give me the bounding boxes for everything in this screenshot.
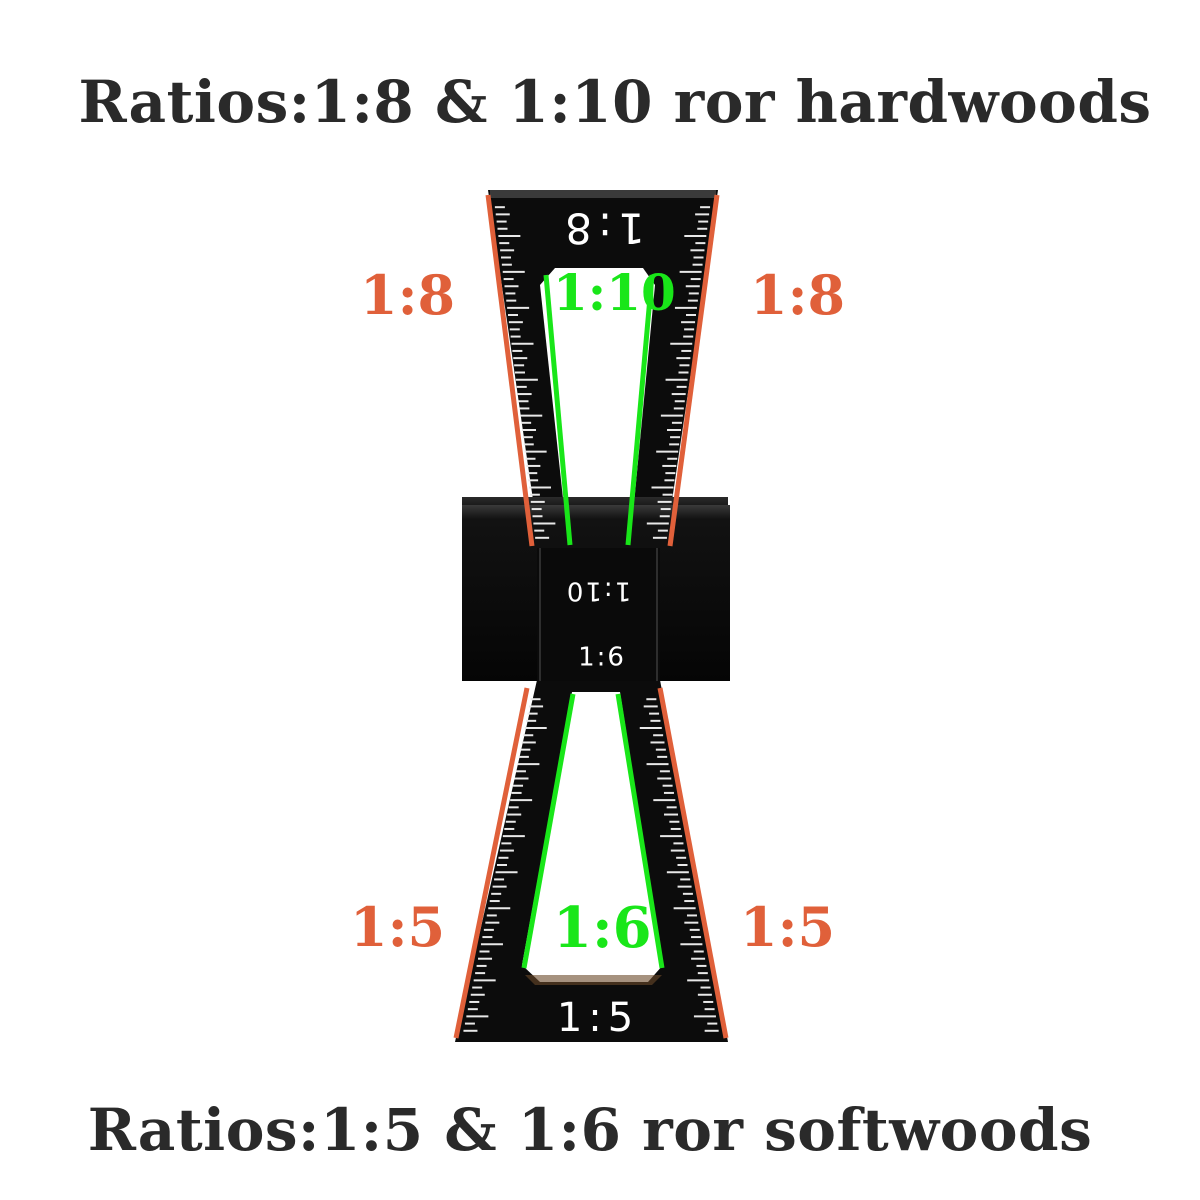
upper-right-ratio-label: 1:8 <box>750 263 846 327</box>
upper-center-ratio-label: 1:10 <box>553 263 676 322</box>
body-engraving: 1:6 <box>578 643 626 673</box>
upper-right-edge <box>667 194 720 547</box>
lower-left-edge <box>453 687 530 1039</box>
lower-right-ratio-label: 1:5 <box>740 895 836 959</box>
upper-left-edge <box>485 194 535 547</box>
lower-center-ratio-label: 1:6 <box>553 895 652 961</box>
upper-inner-right-edge <box>625 274 655 546</box>
upper-inner-left-edge <box>543 274 573 546</box>
body-engraving-flipped: 1:10 <box>565 576 631 606</box>
ruler-ticks <box>463 206 719 1032</box>
lower-left-ratio-label: 1:5 <box>350 895 446 959</box>
bottom-heading: Ratios:1:5 & 1:6 ror softwoods <box>87 1096 1093 1164</box>
upper-blade-window <box>540 268 655 545</box>
lower-right-edge <box>657 687 729 1039</box>
top-heading: Ratios:1:8 & 1:10 ror hardwoods <box>78 68 1152 136</box>
lower-blade-window-shadow <box>525 975 662 985</box>
lower-engraving: 1:5 <box>557 995 639 1041</box>
upper-blade-top-edge <box>490 190 716 198</box>
upper-left-ratio-label: 1:8 <box>360 263 456 327</box>
block-center-channel <box>537 548 660 681</box>
lower-inner-left-edge <box>521 693 576 969</box>
lower-inner-right-edge <box>615 693 665 969</box>
upper-engraving: 1:8 <box>559 204 645 253</box>
